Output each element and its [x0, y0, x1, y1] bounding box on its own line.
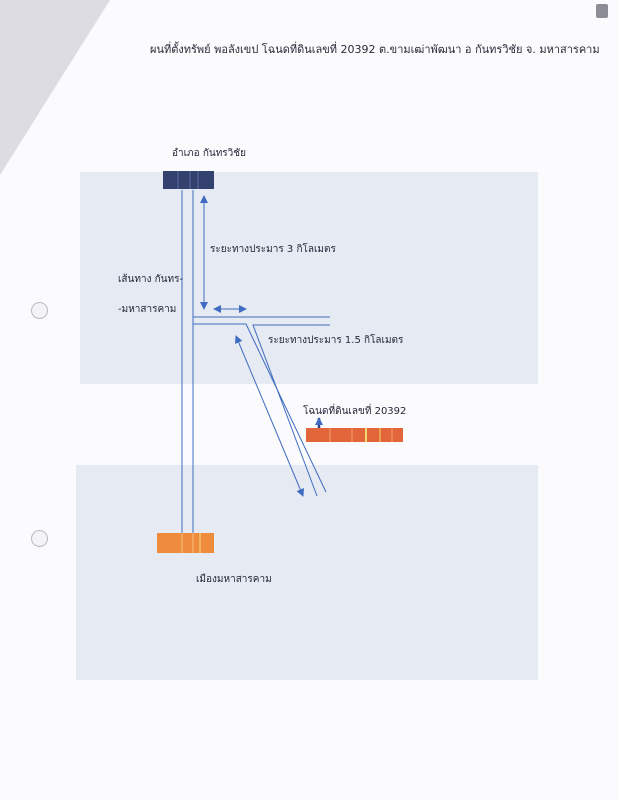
folded-corner [0, 0, 110, 175]
parcel-label: โฉนดที่ดินเลขที่ 20392 [303, 406, 407, 417]
distance-3km-label: ระยะทางประมาร 3 กิโลเมตร [210, 244, 336, 255]
city-label: เมืองมหาสารคาม [196, 574, 272, 585]
district-marker [163, 171, 214, 189]
parcel-marker [306, 428, 403, 442]
road-label-line2: -มหาสารคาม [118, 304, 177, 315]
district-label: อำเภอ กันทรวิชัย [172, 148, 246, 159]
lower-shade-band [76, 465, 538, 680]
punch-hole-top [31, 302, 48, 319]
corner-mark [596, 4, 608, 18]
punch-hole-bottom [31, 530, 48, 547]
distance-1-5km-label: ระยะทางประมาร 1.5 กิโลเมตร [268, 335, 404, 346]
distance-1-5km-arrow [235, 335, 304, 497]
city-marker [157, 533, 214, 553]
road-label-line1: เส้นทาง กันทร- [118, 274, 184, 285]
upper-shade-band [80, 172, 538, 384]
map-title: ผนที่ตั้งทรัพย์ พอลังเขป โฉนดที่ดินเลขที… [150, 43, 600, 56]
